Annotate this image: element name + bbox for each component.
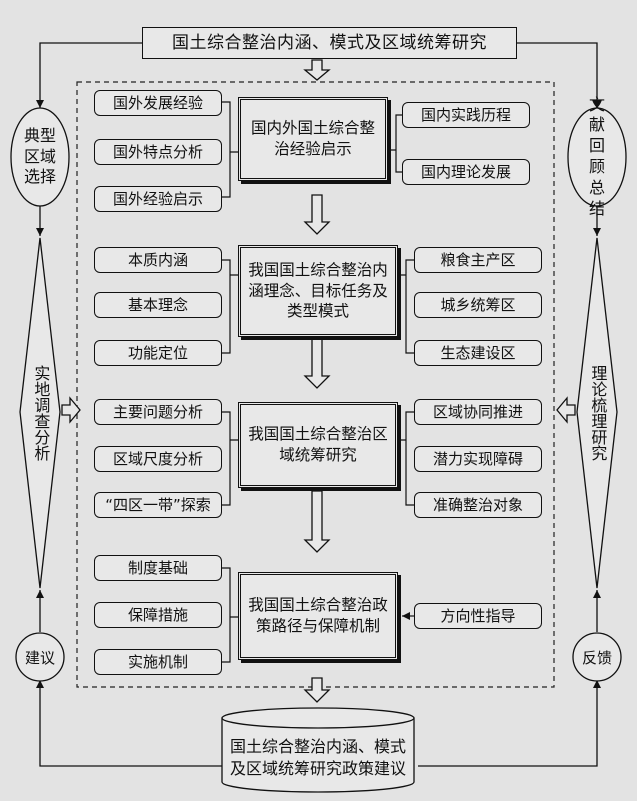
stage4-left-item: 实施机制 <box>94 649 222 675</box>
literature-review-label: 文献回顾总结 <box>588 94 605 218</box>
stage2-left-item: 本质内涵 <box>94 247 222 273</box>
suggestion-circle: 建议 <box>24 648 55 667</box>
stage1-center-box: 国内外国土综合整治经验启示 <box>238 97 388 181</box>
stage1-left-item: 国外特点分析 <box>94 139 222 165</box>
theory-research-diamond: 理论梳理研究 <box>588 365 608 461</box>
dashed-frame <box>76 81 555 688</box>
field-investigation-diamond: 实地调查分析 <box>31 365 51 461</box>
stage2-left-item: 功能定位 <box>94 340 222 366</box>
stage3-left-item: 区域尺度分析 <box>94 446 222 472</box>
stage4-left-item: 保障措施 <box>94 602 222 628</box>
stage2-center-box: 我国国土综合整治内涵理念、目标任务及类型模式 <box>238 245 398 337</box>
typical-region-selection-label: 典型区域选择 <box>23 125 56 187</box>
stage1-right-item: 国内理论发展 <box>402 159 530 185</box>
stage2-right-item: 城乡统筹区 <box>414 292 542 318</box>
stage3-left-item: 主要问题分析 <box>94 399 222 425</box>
stage3-center-box: 我国国土综合整治区域统筹研究 <box>238 402 398 488</box>
stage3-right-item: 潜力实现障碍 <box>414 446 542 472</box>
typical-region-selection-ellipse: 典型区域选择 <box>18 120 62 194</box>
stage4-right-item: 方向性指导 <box>414 603 542 629</box>
stage4-center-box: 我国国土综合整治政策路径与保障机制 <box>238 572 398 660</box>
stage2-right-item: 生态建设区 <box>414 340 542 366</box>
stage3-right-item: 准确整治对象 <box>414 492 542 518</box>
literature-review-ellipse: 文献回顾总结 <box>575 95 619 218</box>
policy-suggestion-cylinder: 国土综合整治内涵、模式及区域统筹研究政策建议 <box>229 737 406 778</box>
feedback-circle: 反馈 <box>581 648 612 667</box>
top-title-box: 国土综合整治内涵、模式及区域统筹研究 <box>142 27 517 59</box>
stage2-left-item: 基本理念 <box>94 292 222 318</box>
stage1-left-item: 国外发展经验 <box>94 90 222 116</box>
stage4-left-item: 制度基础 <box>94 555 222 581</box>
stage1-right-item: 国内实践历程 <box>402 102 530 128</box>
stage3-right-item: 区域协同推进 <box>414 399 542 425</box>
stage2-right-item: 粮食主产区 <box>414 247 542 273</box>
stage3-left-item: “四区一带”探索 <box>94 492 222 518</box>
stage1-left-item: 国外经验启示 <box>94 186 222 212</box>
